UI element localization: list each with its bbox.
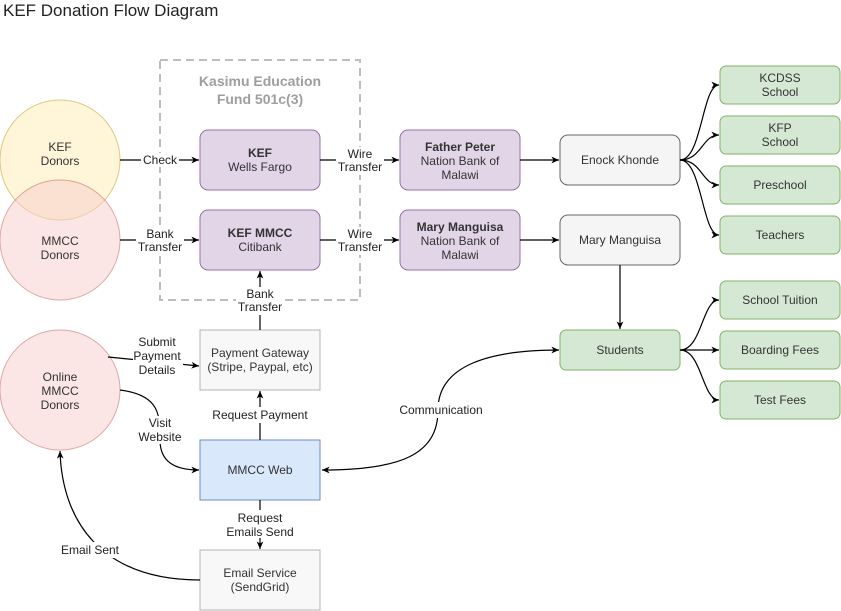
- label-visit-line2: Website: [138, 430, 181, 444]
- enock-khonde-node[interactable]: Enock Khonde: [559, 134, 681, 186]
- mmcc-donors-node[interactable]: MMCC Donors: [0, 179, 121, 301]
- fund-title-line1: Kasimu Education: [199, 73, 321, 89]
- label-email-sent: Email Sent: [61, 543, 120, 557]
- gateway-line2: (Stripe, Paypal, etc): [207, 360, 312, 374]
- payment-gateway-node[interactable]: Payment Gateway (Stripe, Paypal, etc): [199, 329, 321, 391]
- label-wire-1-line1: Wire: [348, 147, 373, 161]
- label-submit-line2: Payment: [133, 349, 181, 363]
- label-submit-line1: Submit: [138, 335, 176, 349]
- email-service-node[interactable]: Email Service (SendGrid): [199, 549, 321, 611]
- label-request-emails-line2: Emails Send: [226, 525, 293, 539]
- kcdss-school-node[interactable]: KCDSS School: [719, 65, 841, 105]
- email-line2: (SendGrid): [231, 580, 290, 594]
- kef-donors-label-line1: KEF: [48, 140, 71, 154]
- kef-mmcc-bank-sub: Citibank: [238, 240, 282, 254]
- father-peter-country: Malawi: [441, 168, 478, 182]
- father-peter-node[interactable]: Father Peter Nation Bank of Malawi: [399, 129, 521, 191]
- kfp-line1: KFP: [768, 121, 791, 135]
- label-wire-2-line2: Transfer: [338, 240, 382, 254]
- teachers-node[interactable]: Teachers: [719, 215, 841, 255]
- boarding-fees-node[interactable]: Boarding Fees: [719, 330, 841, 370]
- kcdss-line2: School: [762, 85, 799, 99]
- preschool-label: Preschool: [753, 178, 806, 192]
- mary-bank-country: Malawi: [441, 248, 478, 262]
- kef-bank-sub: Wells Fargo: [228, 160, 292, 174]
- father-peter-bank: Nation Bank of: [421, 154, 500, 168]
- label-communication: Communication: [399, 403, 482, 417]
- fund-title-line2: Fund 501c(3): [217, 91, 303, 107]
- school-tuition-node[interactable]: School Tuition: [719, 280, 841, 320]
- mmcc-web-node[interactable]: MMCC Web: [199, 439, 321, 501]
- online-donors-label-line1: Online: [43, 370, 78, 384]
- teachers-label: Teachers: [756, 228, 805, 242]
- kef-bank-name: KEF: [248, 146, 272, 160]
- label-wire-1-line2: Transfer: [338, 160, 382, 174]
- preschool-node[interactable]: Preschool: [719, 165, 841, 205]
- mmcc-donors-label-line1: MMCC: [41, 234, 79, 248]
- edge-enock-kfp: [679, 131, 720, 161]
- diagram-title: KEF Donation Flow Diagram: [3, 1, 218, 20]
- label-request-payment: Request Payment: [212, 408, 308, 422]
- test-fees-label: Test Fees: [754, 393, 806, 407]
- mary-bank-bank: Nation Bank of: [421, 234, 500, 248]
- label-check: Check: [143, 153, 178, 167]
- boarding-label: Boarding Fees: [741, 343, 819, 357]
- enock-label: Enock Khonde: [581, 153, 659, 167]
- edge-enock-kcdss: [679, 81, 720, 161]
- gateway-line1: Payment Gateway: [211, 346, 309, 360]
- edge-students-tuition: [679, 296, 720, 351]
- tuition-label: School Tuition: [742, 293, 817, 307]
- students-node[interactable]: Students: [559, 329, 681, 371]
- label-wire-2-line1: Wire: [348, 227, 373, 241]
- label-request-emails-line1: Request: [238, 511, 283, 525]
- kef-wells-fargo-node[interactable]: KEF Wells Fargo: [199, 129, 321, 191]
- kcdss-line1: KCDSS: [759, 71, 800, 85]
- email-line1: Email Service: [223, 566, 297, 580]
- edge-enock-teachers: [679, 159, 720, 239]
- mmcc-donors-label-line2: Donors: [41, 248, 80, 262]
- edge-email-sent: [56, 450, 201, 581]
- mmcc-web-label: MMCC Web: [227, 463, 292, 477]
- edge-enock-preschool: [679, 159, 720, 189]
- online-donors-label-line3: Donors: [41, 398, 80, 412]
- label-visit-line1: Visit: [149, 416, 172, 430]
- mary-manguisa-bank-node[interactable]: Mary Manguisa Nation Bank of Malawi: [399, 209, 521, 271]
- test-fees-node[interactable]: Test Fees: [719, 380, 841, 420]
- label-bank-transfer-2-line2: Transfer: [238, 300, 282, 314]
- kfp-school-node[interactable]: KFP School: [719, 115, 841, 155]
- kef-mmcc-bank-name: KEF MMCC: [228, 226, 293, 240]
- students-label: Students: [596, 343, 643, 357]
- label-bank-transfer-1-line1: Bank: [146, 227, 174, 241]
- kef-mmcc-citibank-node[interactable]: KEF MMCC Citibank: [199, 209, 321, 271]
- kef-donors-label-line2: Donors: [41, 154, 80, 168]
- kfp-line2: School: [762, 135, 799, 149]
- label-bank-transfer-2-line1: Bank: [246, 287, 274, 301]
- label-bank-transfer-1-line2: Transfer: [138, 240, 182, 254]
- mary-label: Mary Manguisa: [579, 233, 661, 247]
- father-peter-name: Father Peter: [425, 140, 495, 154]
- edge-students-test: [679, 349, 720, 404]
- label-submit-line3: Details: [139, 363, 176, 377]
- online-donors-label-line2: MMCC: [41, 384, 79, 398]
- mary-bank-name: Mary Manguisa: [417, 220, 504, 234]
- mary-manguisa-node[interactable]: Mary Manguisa: [559, 214, 681, 266]
- online-mmcc-donors-node[interactable]: Online MMCC Donors: [0, 329, 121, 451]
